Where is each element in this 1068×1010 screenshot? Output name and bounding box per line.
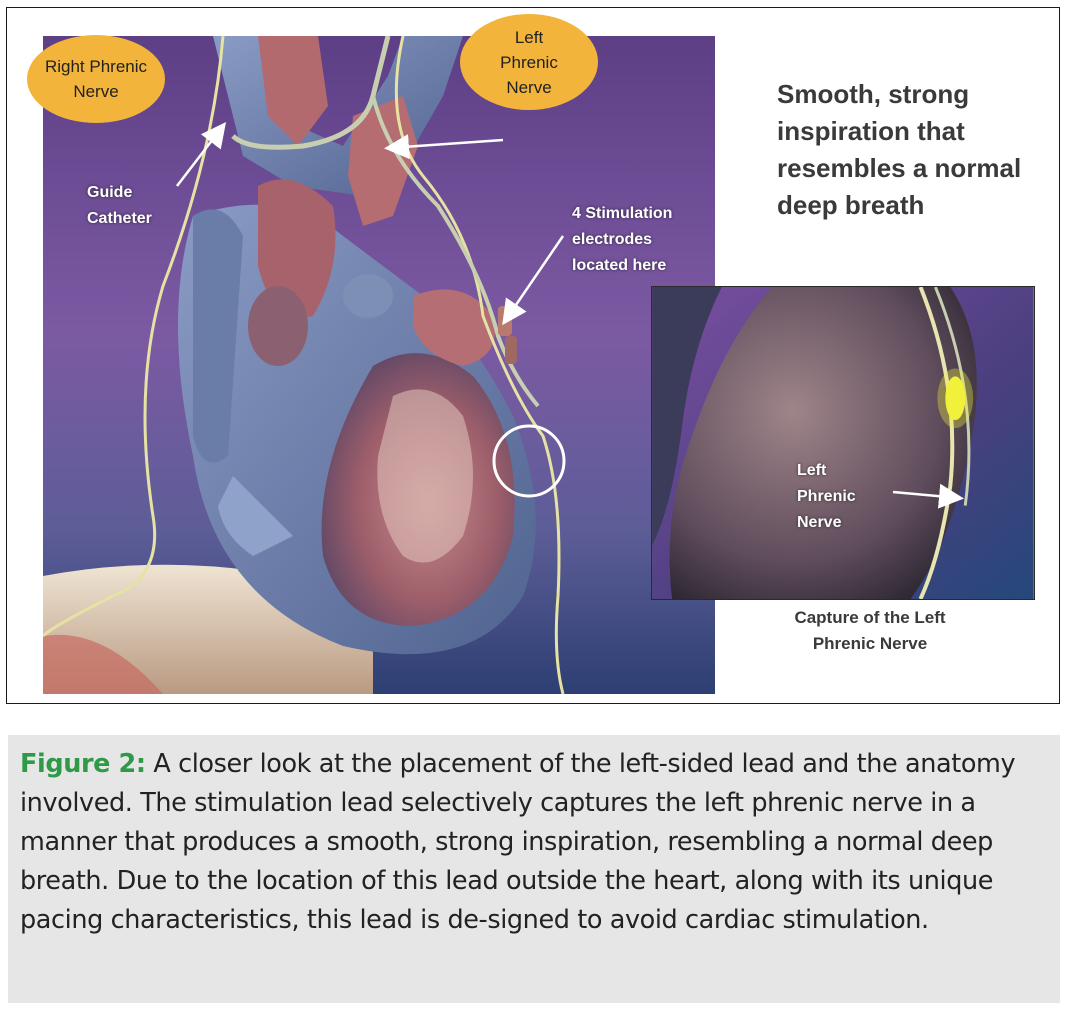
callout-left-phrenic-nerve: Left Phrenic Nerve	[460, 14, 598, 110]
label-inset-left-phrenic-nerve: Left Phrenic Nerve	[797, 462, 856, 531]
callout-left-phrenic-text: Left Phrenic Nerve	[500, 27, 558, 97]
figure-number: Figure 2:	[20, 749, 146, 779]
figure-frame: Right Phrenic Nerve Left Phrenic Nerve G…	[6, 7, 1060, 704]
caption-body: A closer look at the placement of the le…	[20, 749, 1016, 935]
headline-text: Smooth, strong inspiration that resemble…	[777, 79, 1022, 220]
label-stimulation-electrodes: 4 Stimulation electrodes located here	[572, 205, 673, 274]
figure-caption-box: Figure 2: A closer look at the placement…	[8, 735, 1060, 1003]
inset-caption: Capture of the Left Phrenic Nerve	[794, 608, 946, 653]
heart-illustration	[43, 36, 715, 694]
callout-right-phrenic-text: Right Phrenic Nerve	[44, 57, 148, 101]
figure-caption: Figure 2: A closer look at the placement…	[20, 745, 1048, 940]
inset-closeup-illustration	[651, 286, 1035, 600]
label-guide-catheter: Guide Catheter	[87, 184, 152, 227]
callout-right-phrenic-nerve: Right Phrenic Nerve	[27, 35, 165, 123]
